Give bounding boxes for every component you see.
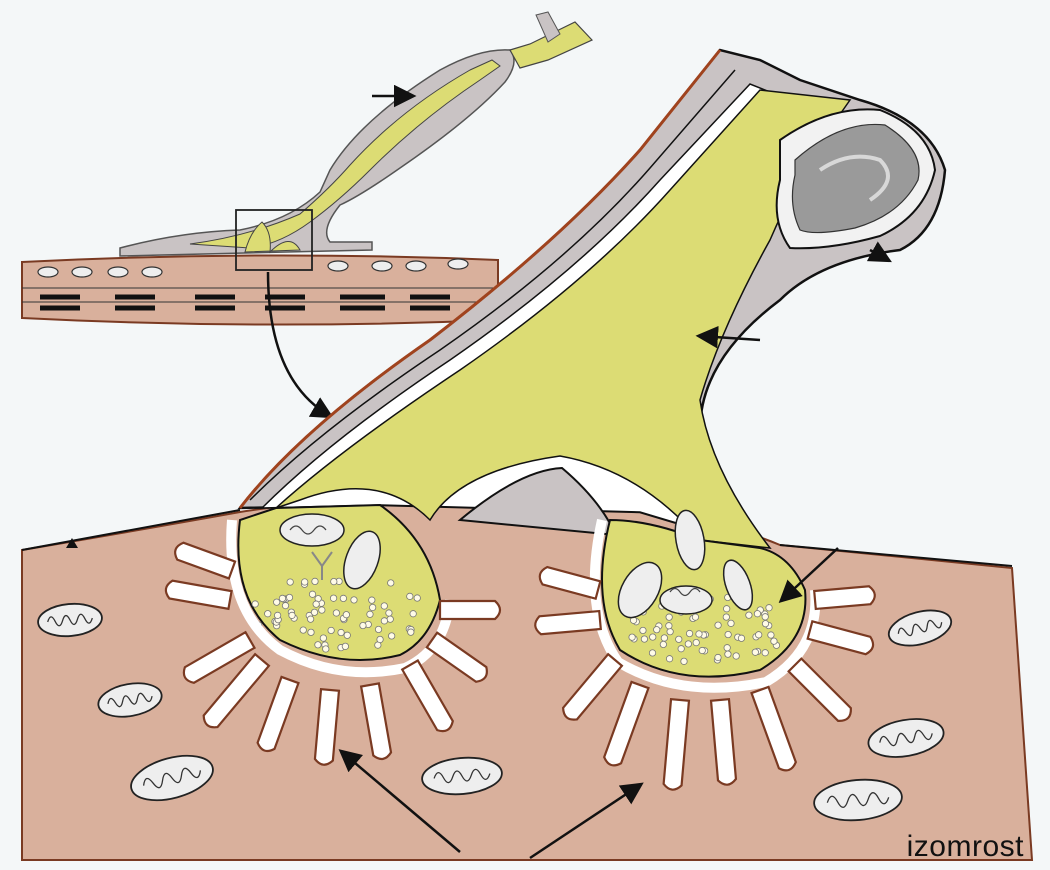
synaptic-vesicle-icon: [699, 647, 705, 653]
synaptic-vesicle-icon: [771, 638, 777, 644]
synaptic-vesicle-icon: [649, 650, 655, 656]
synaptic-vesicle-icon: [333, 610, 339, 616]
synaptic-vesicle-icon: [315, 642, 321, 648]
junctional-fold: [440, 601, 500, 619]
synaptic-vesicle-icon: [725, 651, 731, 657]
synaptic-vesicle-icon: [338, 629, 344, 635]
synaptic-vesicle-icon: [762, 650, 768, 656]
synaptic-vesicle-icon: [274, 612, 280, 618]
inset-muscle-fiber: [22, 255, 498, 324]
synaptic-vesicle-icon: [312, 578, 318, 584]
synaptic-vesicle-icon: [762, 614, 768, 620]
synaptic-vesicle-icon: [678, 646, 684, 652]
synaptic-vesicle-icon: [692, 614, 698, 620]
synaptic-vesicle-icon: [738, 635, 744, 641]
synaptic-vesicle-icon: [287, 579, 293, 585]
synaptic-vesicle-icon: [340, 595, 346, 601]
synaptic-vesicle-icon: [407, 593, 413, 599]
synaptic-vesicle-icon: [286, 594, 292, 600]
synaptic-vesicle-icon: [289, 612, 295, 618]
synaptic-vesicle-icon: [755, 632, 761, 638]
synaptic-vesicle-icon: [725, 631, 731, 637]
caption-label: izomrost: [907, 830, 1024, 864]
synaptic-vesicle-icon: [265, 611, 271, 617]
synaptic-vesicle-icon: [681, 658, 687, 664]
synaptic-vesicle-icon: [660, 641, 666, 647]
synaptic-vesicle-icon: [728, 620, 734, 626]
synaptic-vesicle-icon: [666, 614, 672, 620]
synaptic-vesicle-icon: [330, 595, 336, 601]
synaptic-vesicle-icon: [342, 643, 348, 649]
synaptic-vesicle-icon: [375, 626, 381, 632]
synaptic-vesicle-icon: [723, 614, 729, 620]
synaptic-vesicle-icon: [666, 623, 672, 629]
synaptic-vesicle-icon: [723, 606, 729, 612]
synaptic-vesicle-icon: [661, 635, 667, 641]
synaptic-vesicle-icon: [386, 610, 392, 616]
synaptic-vesicle-icon: [733, 653, 739, 659]
synaptic-vesicle-icon: [686, 630, 692, 636]
synaptic-vesicle-icon: [319, 607, 325, 613]
synaptic-vesicle-icon: [367, 611, 373, 617]
synaptic-vesicle-icon: [282, 602, 288, 608]
synaptic-vesicle-icon: [381, 603, 387, 609]
synaptic-vesicle-icon: [641, 636, 647, 642]
synaptic-vesicle-icon: [388, 580, 394, 586]
synaptic-vesicle-icon: [279, 595, 285, 601]
synaptic-vesicle-icon: [344, 632, 350, 638]
synaptic-vesicle-icon: [360, 622, 366, 628]
synaptic-vesicle-icon: [650, 634, 656, 640]
synaptic-vesicle-icon: [343, 612, 349, 618]
synaptic-vesicle-icon: [369, 597, 375, 603]
synaptic-vesicle-icon: [328, 627, 334, 633]
synaptic-vesicle-icon: [676, 636, 682, 642]
synaptic-vesicle-icon: [629, 634, 635, 640]
synaptic-vesicle-icon: [666, 656, 672, 662]
synaptic-vesicle-icon: [410, 611, 416, 617]
synaptic-vesicle-icon: [381, 618, 387, 624]
synaptic-vesicle-icon: [388, 633, 394, 639]
synaptic-vesicle-icon: [309, 591, 315, 597]
synaptic-vesicle-icon: [311, 609, 317, 615]
synaptic-vesicle-icon: [762, 620, 768, 626]
synaptic-vesicle-icon: [696, 631, 702, 637]
synaptic-vesicle-icon: [685, 641, 691, 647]
synaptic-vesicle-icon: [308, 629, 314, 635]
synaptic-vesicle-icon: [715, 654, 721, 660]
synaptic-vesicle-icon: [414, 595, 420, 601]
synaptic-vesicle-icon: [300, 627, 306, 633]
synaptic-vesicle-icon: [667, 628, 673, 634]
synaptic-vesicle-icon: [252, 601, 258, 607]
synaptic-vesicle-icon: [273, 599, 279, 605]
synaptic-vesicle-icon: [307, 616, 313, 622]
synaptic-vesicle-icon: [693, 639, 699, 645]
synaptic-vesicle-icon: [653, 626, 659, 632]
synaptic-vesicle-icon: [302, 579, 308, 585]
synaptic-vesicle-icon: [746, 612, 752, 618]
synaptic-vesicle-icon: [640, 627, 646, 633]
junctional-fold: [814, 586, 875, 609]
synaptic-vesicle-icon: [724, 645, 730, 651]
synaptic-vesicle-icon: [351, 597, 357, 603]
synaptic-vesicle-icon: [369, 604, 375, 610]
synaptic-vesicle-icon: [768, 632, 774, 638]
synaptic-vesicle-icon: [320, 635, 326, 641]
synaptic-vesicle-icon: [377, 636, 383, 642]
synaptic-vesicle-icon: [752, 649, 758, 655]
synaptic-vesicle-icon: [331, 578, 337, 584]
synaptic-vesicle-icon: [313, 601, 319, 607]
synaptic-vesicle-icon: [766, 605, 772, 611]
synaptic-vesicle-icon: [323, 646, 329, 652]
synaptic-vesicle-icon: [715, 622, 721, 628]
synaptic-vesicle-icon: [408, 629, 414, 635]
synaptic-vesicle-icon: [387, 616, 393, 622]
synaptic-vesicle-icon: [754, 611, 760, 617]
